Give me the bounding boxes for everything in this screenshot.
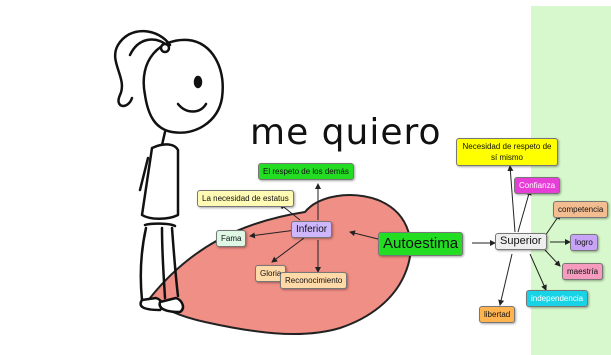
node-necesidad-estatus: La necesidad de estatus: [197, 190, 294, 207]
node-respeto-demas: El respeto de los demás: [258, 163, 354, 180]
node-gloria: Gloria: [255, 265, 287, 282]
node-logro: logro: [570, 234, 598, 251]
diagram-title: me quiero: [250, 112, 442, 153]
node-reconocimiento: Reconocimiento: [280, 272, 348, 289]
node-libertad: libertad: [479, 306, 516, 323]
node-fama: Fama: [216, 230, 247, 247]
node-maestria: maestría: [562, 263, 604, 280]
node-superior: Superior: [495, 233, 547, 250]
node-inferior: Inferior: [291, 221, 333, 238]
heart-shape: [148, 194, 412, 335]
stick-girl-drawing: [113, 29, 224, 314]
node-autoestima: Autoestima: [378, 232, 464, 256]
node-independencia: independencia: [526, 290, 589, 307]
node-necesidad-respeto: Necesidad de respeto de sí mismo: [456, 138, 558, 166]
node-confianza: Confianza: [514, 177, 561, 194]
node-competencia: competencia: [553, 201, 609, 218]
